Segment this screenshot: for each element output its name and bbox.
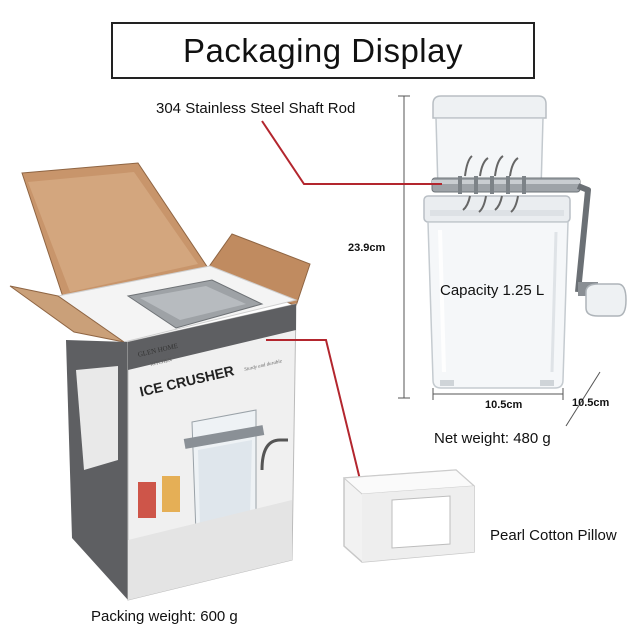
gift-box-image — [9, 162, 311, 601]
ice-crusher-image — [423, 95, 627, 389]
foam-callout-line — [266, 339, 365, 497]
width-dimension-label: 10.5cm — [485, 399, 523, 411]
height-dimension-label: 23.9cm — [348, 242, 386, 254]
pearl-cotton-label: Pearl Cotton Pillow — [490, 527, 617, 544]
shaft-callout-line — [261, 120, 442, 185]
shaft-rod-label: 304 Stainless Steel Shaft Rod — [156, 100, 356, 117]
pearl-cotton-pillow-image — [342, 469, 476, 563]
packing-weight-label: Packing weight: 600 g — [91, 608, 238, 625]
dimension-lines — [398, 95, 601, 427]
page-title: Packaging Display — [111, 22, 535, 79]
net-weight-label: Net weight: 480 g — [434, 430, 551, 447]
capacity-label: Capacity 1.25 L — [440, 282, 545, 299]
depth-dimension-label: 10.5cm — [572, 397, 610, 409]
